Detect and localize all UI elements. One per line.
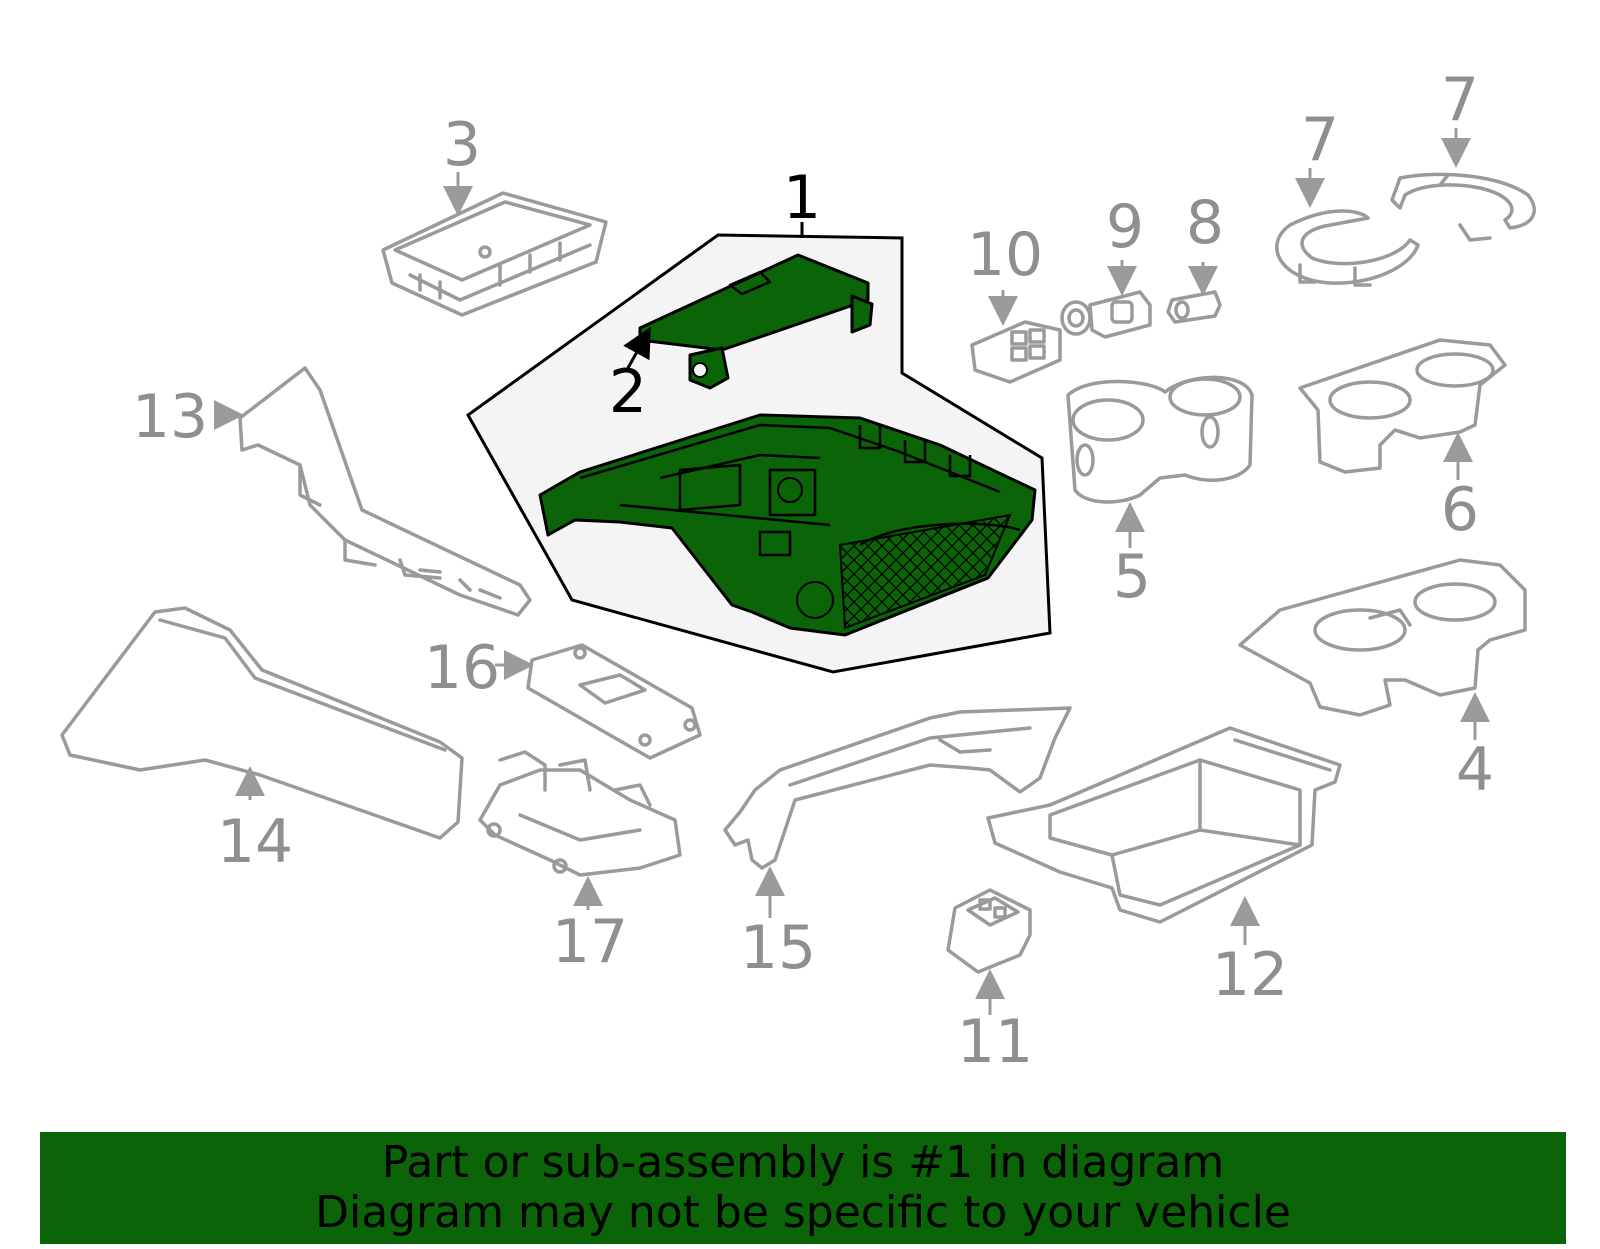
part-9-socket xyxy=(1060,290,1152,339)
callout-12: 12 xyxy=(1212,940,1288,1010)
callout-17: 17 xyxy=(552,907,628,977)
part-8-plug xyxy=(1166,290,1222,324)
part-16-module xyxy=(526,643,702,760)
callout-15: 15 xyxy=(740,913,816,983)
callout-labels: 1 2 3 4 5 6 7 7 8 9 10 11 12 13 14 15 16… xyxy=(132,65,1494,1077)
callout-6: 6 xyxy=(1441,475,1479,545)
part-2-lid xyxy=(638,253,874,390)
leader-lines xyxy=(214,128,1490,1015)
callout-13: 13 xyxy=(132,382,208,452)
callout-2: 2 xyxy=(609,357,647,427)
callout-7-left: 7 xyxy=(1301,105,1339,175)
callout-10: 10 xyxy=(967,220,1043,290)
callout-1: 1 xyxy=(783,163,821,233)
banner-line-2: Diagram may not be specific to your vehi… xyxy=(315,1187,1291,1238)
callout-3: 3 xyxy=(443,110,481,180)
part-11-switch xyxy=(946,888,1032,974)
parts-diagram: 1 2 3 4 5 6 7 7 8 9 10 11 12 13 14 15 16… xyxy=(60,65,1536,1077)
part-1-console-tray xyxy=(538,413,1037,637)
callout-11: 11 xyxy=(957,1007,1033,1077)
part-7-ring-left xyxy=(1275,209,1420,287)
callout-9: 9 xyxy=(1106,192,1144,262)
part-3-tray-insert xyxy=(381,191,608,317)
part-17-bracket xyxy=(478,750,682,877)
callout-14: 14 xyxy=(217,807,293,877)
callout-5: 5 xyxy=(1113,542,1151,612)
callout-4: 4 xyxy=(1456,735,1494,805)
part-10-switch xyxy=(970,320,1062,384)
part-7-ring-right xyxy=(1390,172,1536,242)
part-6-cupholder-insert xyxy=(1298,338,1507,474)
callout-8: 8 xyxy=(1186,188,1224,258)
info-banner: Part or sub-assembly is #1 in diagram Di… xyxy=(40,1132,1566,1244)
banner-line-1: Part or sub-assembly is #1 in diagram xyxy=(381,1137,1225,1188)
callout-7-right: 7 xyxy=(1441,65,1479,135)
part-13-side-trim xyxy=(238,366,532,617)
part-14-armrest-pad xyxy=(60,606,464,840)
part-4-cupholder-bezel xyxy=(1238,558,1527,717)
part-12-storage-bin xyxy=(986,726,1342,924)
callout-16: 16 xyxy=(424,633,500,703)
part-15-frame-rail xyxy=(723,706,1072,870)
part-5-cupholder xyxy=(1066,375,1254,504)
